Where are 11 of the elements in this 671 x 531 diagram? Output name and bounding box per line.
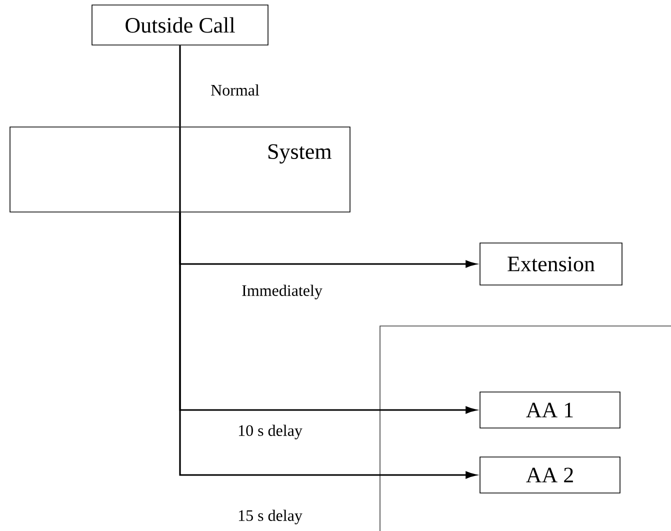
arrow bbox=[179, 212, 476, 479]
process-box: AA 2 bbox=[480, 456, 620, 494]
edge-label: 15 s delay bbox=[236, 508, 304, 526]
edge-label: Normal bbox=[210, 83, 260, 97]
process-box: Extension bbox=[480, 242, 622, 286]
edge-label: 10 s delay bbox=[236, 424, 304, 440]
process-box: Outside Call bbox=[92, 4, 268, 46]
edge-label: Immediately bbox=[240, 284, 324, 300]
device-box bbox=[380, 326, 671, 531]
system-box: System bbox=[10, 126, 350, 212]
process-box: AA 1 bbox=[480, 392, 620, 428]
